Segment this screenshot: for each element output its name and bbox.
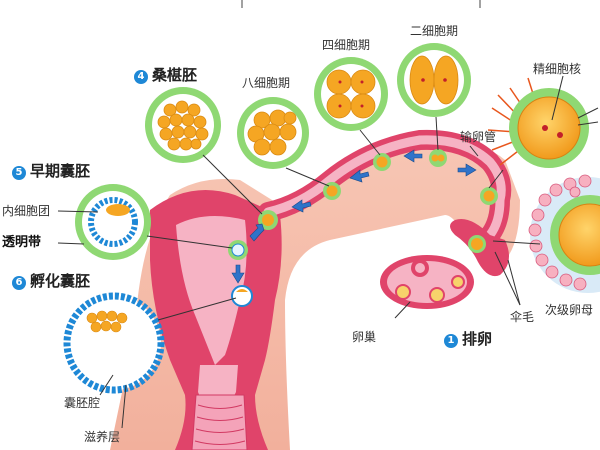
label-inner-cell-mass: 内细胞团 [2, 204, 51, 218]
label-two-cell: 二细胞期 [410, 24, 459, 38]
label-four-cell: 四细胞期 [322, 38, 371, 52]
stage-number-badge: 1 [444, 334, 458, 348]
stage-label: 早期囊胚 [30, 162, 91, 180]
stage-number-badge: 5 [12, 166, 26, 180]
stage-number-badge: 6 [12, 276, 26, 290]
oocyte-with-sperm [487, 77, 589, 168]
stage-ovulation: 1 排卵 [444, 330, 492, 348]
leader-lines [57, 75, 599, 429]
stage-hatched-blastocyst: 6 孵化囊胚 [12, 272, 90, 290]
label-sperm-nucleus: 精细胞核 [533, 62, 582, 76]
stage-label: 孵化囊胚 [30, 272, 91, 290]
hatched-blastocyst-image [63, 292, 165, 394]
tube-embryos [228, 149, 498, 307]
label-eight-cell: 八细胞期 [242, 76, 291, 90]
label-oviduct: 输卵管 [460, 130, 497, 144]
stage-morula: 4 桑椹胚 [134, 66, 197, 84]
two-cell-stage-image [397, 43, 471, 117]
stage-label: 桑椹胚 [152, 66, 198, 84]
stage-label: 排卵 [462, 330, 493, 348]
eight-cell-stage-image [237, 97, 309, 169]
four-cell-stage-image [314, 57, 388, 131]
vaginal-canal [191, 394, 248, 450]
morula-stage-image [145, 87, 221, 163]
secondary-oocyte-follicle [528, 174, 600, 293]
label-trophoblast: 滋养层 [84, 430, 121, 444]
path-arrows [231, 149, 477, 284]
stage-early-blastocyst: 5 早期囊胚 [12, 162, 90, 180]
label-zona-pellucida: 透明带 [2, 235, 42, 250]
label-blastocoel: 囊胚腔 [64, 396, 101, 410]
stage-number-badge: 4 [134, 70, 148, 84]
label-ovary: 卵巢 [352, 330, 377, 344]
early-blastocyst-image [75, 184, 151, 260]
label-fimbriae: 伞毛 [510, 310, 535, 324]
label-secondary-oocyte: 次级卵母 [545, 303, 594, 317]
